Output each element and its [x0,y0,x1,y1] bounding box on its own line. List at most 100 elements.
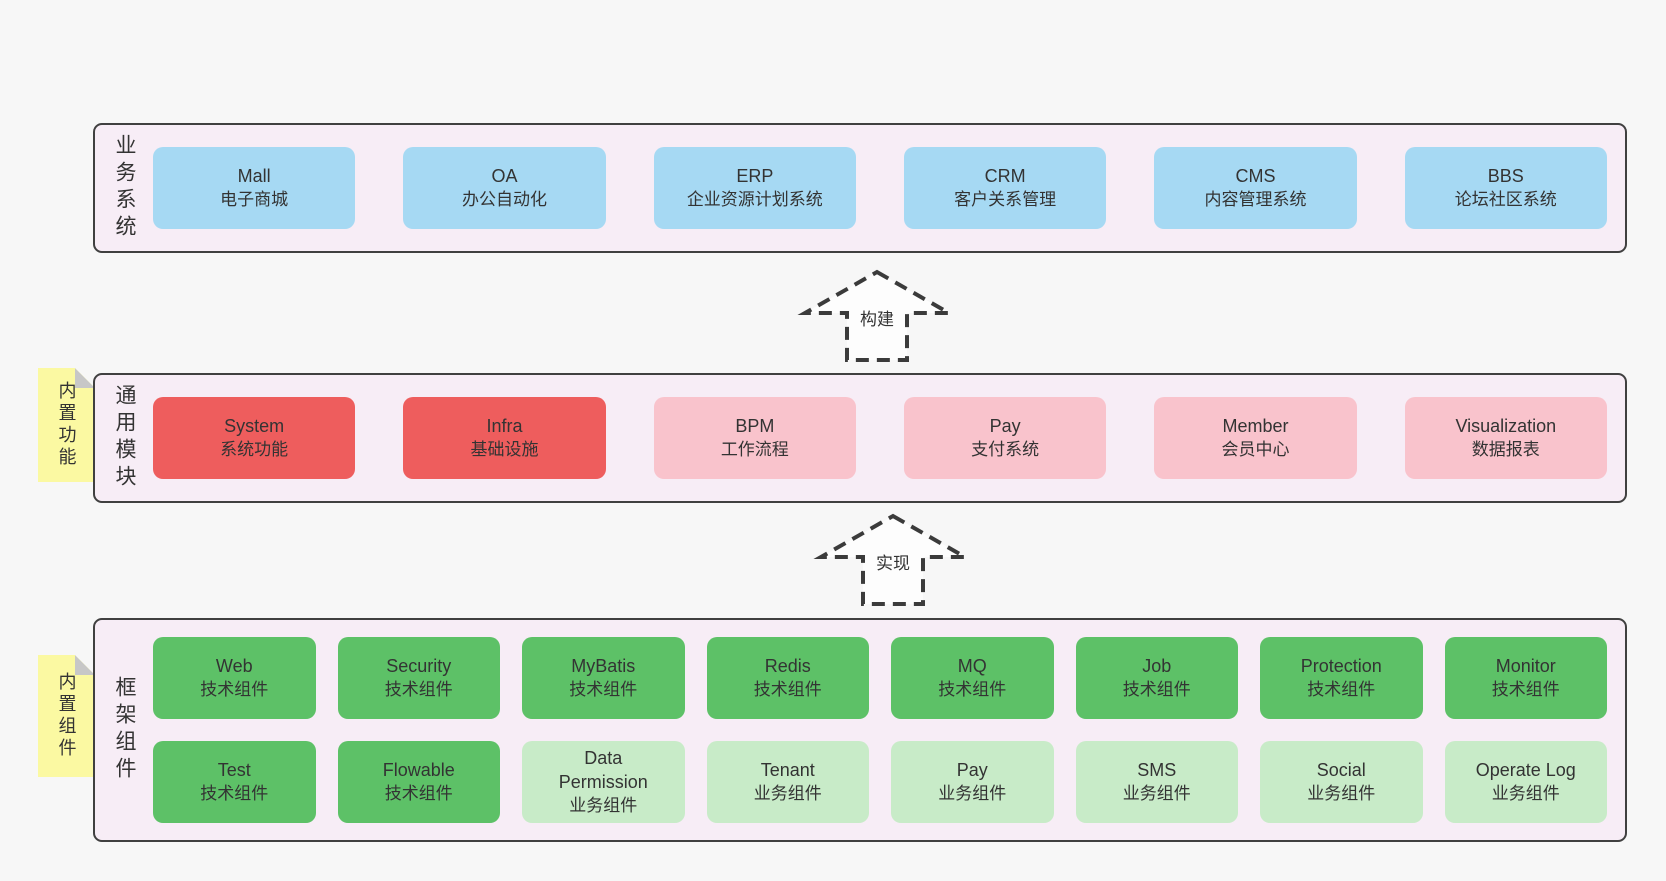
sticky-note-text: 内置组件 [56,672,77,760]
box-name: Member [1222,416,1289,436]
box-desc: 论坛社区系统 [1454,190,1557,209]
box-job: Job 技术组件 [1075,637,1238,719]
box-name: OA [491,166,518,186]
arrow-label: 构建 [857,305,897,330]
business-boxes-row: Mall 电子商城 OA 办公自动化 ERP 企业资源计划系统 CRM 客户关系… [153,147,1625,229]
box-desc: 技术组件 [569,680,638,699]
box-infra: Infra 基础设施 [403,397,606,479]
box-crm: CRM 客户关系管理 [903,147,1107,229]
layer-common-modules: 通用模块 System 系统功能 Infra 基础设施 BPM 工作流程 Pay… [93,373,1627,503]
box-name: Test [217,760,251,780]
layer-label-text: 通用模块 [113,384,136,492]
components-row-2: Test 技术组件 Flowable 技术组件 Data Permission … [153,741,1607,823]
sticky-note-builtin-features: 内置功能 [38,368,95,482]
box-name: Security [386,656,452,676]
box-desc: 技术组件 [753,680,822,699]
box-desc: 技术组件 [1491,680,1560,699]
box-erp: ERP 企业资源计划系统 [653,147,856,229]
box-desc: 工作流程 [720,440,789,459]
box-desc: 客户关系管理 [954,190,1057,209]
modules-boxes-row: System 系统功能 Infra 基础设施 BPM 工作流程 Pay 支付系统… [153,397,1625,479]
box-desc: 支付系统 [971,440,1040,459]
box-bpm: BPM 工作流程 [653,397,856,479]
box-name: Protection [1300,656,1382,676]
layer-business-systems: 业务系统 Mall 电子商城 OA 办公自动化 ERP 企业资源计划系统 CRM… [93,123,1627,253]
box-desc: 数据报表 [1471,440,1540,459]
box-name: CMS [1235,166,1276,186]
layer-label-components: 框架组件 [95,620,153,840]
box-desc: 电子商城 [220,190,289,209]
layer-label-business: 业务系统 [95,125,153,251]
box-mall: Mall 电子商城 [153,147,356,229]
box-monitor: Monitor 技术组件 [1444,637,1607,719]
box-name: Tenant [760,760,815,780]
box-desc: 技术组件 [1307,680,1376,699]
box-mybatis: MyBatis 技术组件 [522,637,685,719]
box-name: MyBatis [571,656,636,676]
box-visualization: Visualization 数据报表 [1404,397,1607,479]
arrow-label: 实现 [873,549,913,574]
box-name: CRM [984,166,1026,186]
up-arrow-build: 构建 [797,266,957,366]
box-cms: CMS 内容管理系统 [1154,147,1357,229]
folded-corner-icon [75,655,95,675]
box-name: Visualization [1455,416,1557,436]
box-desc: 企业资源计划系统 [686,190,823,209]
box-redis: Redis 技术组件 [706,637,869,719]
box-pay-business: Pay 业务组件 [891,741,1054,823]
sticky-note-text: 内置功能 [56,381,77,469]
box-desc: 业务组件 [753,784,822,803]
box-desc: 技术组件 [1122,680,1191,699]
box-system: System 系统功能 [153,397,356,479]
box-name: BPM [735,416,775,436]
box-name: Pay [989,416,1021,436]
box-desc: 业务组件 [1307,784,1376,803]
box-desc: 业务组件 [569,796,638,815]
box-name: SMS [1137,760,1177,780]
box-desc: 办公自动化 [461,190,547,209]
box-desc: 技术组件 [384,680,453,699]
box-name: Redis [764,656,811,676]
box-operate-log: Operate Log 业务组件 [1444,741,1607,823]
box-name: Operate Log [1475,760,1576,780]
box-desc: 技术组件 [384,784,453,803]
box-mq: MQ 技术组件 [891,637,1054,719]
box-pay: Pay 支付系统 [903,397,1107,479]
box-name: Mall [237,166,271,186]
box-web: Web 技术组件 [153,637,316,719]
box-security: Security 技术组件 [337,637,500,719]
box-name: Monitor [1495,656,1556,676]
layer-framework-components: 框架组件 Web 技术组件 Security 技术组件 MyBatis 技术组件… [93,618,1627,842]
box-bbs: BBS 论坛社区系统 [1404,147,1607,229]
box-desc: 基础设施 [470,440,539,459]
box-name: System [224,416,285,436]
box-name: Data Permission [558,748,648,792]
box-desc: 技术组件 [200,680,269,699]
box-social: Social 业务组件 [1260,741,1423,823]
box-name: Web [215,656,253,676]
folded-corner-icon [75,368,95,388]
box-desc: 系统功能 [220,440,289,459]
sticky-note-builtin-components: 内置组件 [38,655,95,777]
box-desc: 业务组件 [1122,784,1191,803]
box-desc: 技术组件 [200,784,269,803]
box-name: ERP [736,166,774,186]
box-desc: 业务组件 [938,784,1007,803]
box-sms: SMS 业务组件 [1075,741,1238,823]
components-rows: Web 技术组件 Security 技术组件 MyBatis 技术组件 Redi… [153,637,1625,823]
box-name: Flowable [382,760,455,780]
box-name: Infra [486,416,523,436]
box-flowable: Flowable 技术组件 [337,741,500,823]
box-data-permission: Data Permission 业务组件 [522,741,685,823]
box-tenant: Tenant 业务组件 [706,741,869,823]
box-protection: Protection 技术组件 [1260,637,1423,719]
layer-label-modules: 通用模块 [95,375,153,501]
components-row-1: Web 技术组件 Security 技术组件 MyBatis 技术组件 Redi… [153,637,1607,719]
box-member: Member 会员中心 [1154,397,1357,479]
box-desc: 会员中心 [1221,440,1290,459]
box-desc: 技术组件 [938,680,1007,699]
box-name: Social [1316,760,1366,780]
box-name: Job [1142,656,1172,676]
layer-label-text: 框架组件 [113,676,136,784]
